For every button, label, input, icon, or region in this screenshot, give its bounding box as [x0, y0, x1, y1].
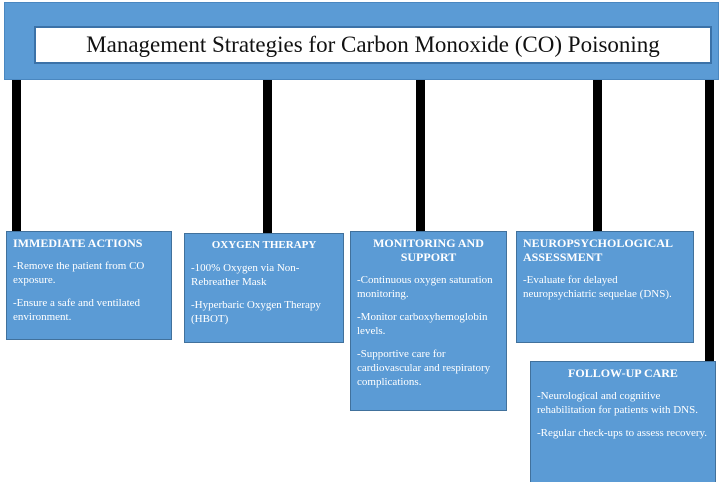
- box-oxygen-therapy: OXYGEN THERAPY -100% Oxygen via Non-Rebr…: [184, 233, 344, 343]
- box-title: FOLLOW-UP CARE: [568, 366, 678, 380]
- box-title: NEUROPSYCHOLOGICAL ASSESSMENT: [523, 236, 673, 264]
- box-item: -Hyperbaric Oxygen Therapy (HBOT): [191, 299, 321, 325]
- box-item: -Neurological and cognitive rehabilitati…: [537, 390, 698, 416]
- box-item: -Supportive care for cardiovascular and …: [357, 348, 491, 388]
- connector-immediate-actions: [12, 80, 21, 232]
- box-title: MONITORING AND SUPPORT: [373, 236, 484, 264]
- box-follow-up-care: FOLLOW-UP CARE -Neurological and cogniti…: [530, 361, 716, 482]
- connector-oxygen-therapy: [263, 80, 272, 234]
- box-item: -Ensure a safe and ventilated environmen…: [13, 297, 141, 323]
- box-item: -Monitor carboxyhemoglobin levels.: [357, 311, 488, 337]
- box-neuropsych-assessment: NEUROPSYCHOLOGICAL ASSESSMENT -Evaluate …: [516, 231, 694, 343]
- connector-follow-up: [705, 80, 714, 365]
- header-bar: Management Strategies for Carbon Monoxid…: [4, 2, 719, 80]
- connector-neuropsych: [593, 80, 602, 232]
- connector-monitoring: [416, 80, 425, 232]
- box-title: OXYGEN THERAPY: [211, 239, 317, 251]
- box-item: -Continuous oxygen saturation monitoring…: [357, 274, 493, 300]
- box-item: -Regular check-ups to assess recovery.: [537, 427, 708, 439]
- box-immediate-actions: IMMEDIATE ACTIONS -Remove the patient fr…: [6, 231, 172, 340]
- box-item: -100% Oxygen via Non-Rebreather Mask: [191, 262, 300, 288]
- box-item: -Remove the patient from CO exposure.: [13, 260, 145, 286]
- diagram-title: Management Strategies for Carbon Monoxid…: [86, 32, 660, 57]
- title-box: Management Strategies for Carbon Monoxid…: [34, 26, 712, 64]
- box-title: IMMEDIATE ACTIONS: [13, 236, 143, 250]
- box-item: -Evaluate for delayed neuropsychiatric s…: [523, 274, 672, 300]
- box-monitoring-support: MONITORING AND SUPPORT -Continuous oxyge…: [350, 231, 507, 411]
